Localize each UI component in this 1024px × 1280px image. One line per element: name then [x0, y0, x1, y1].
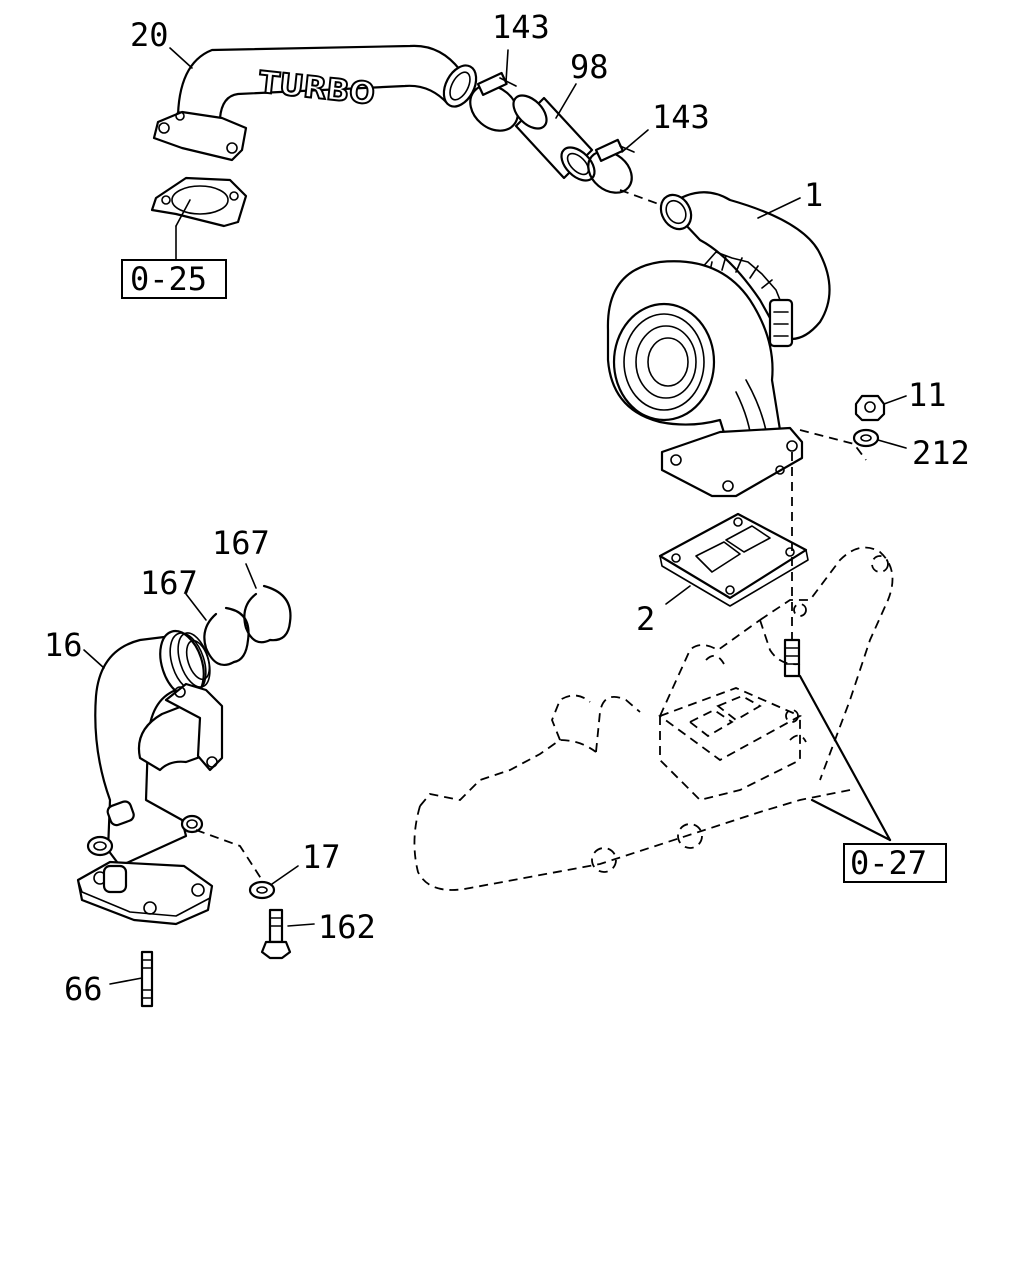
- exhaust-manifold-reference: [413, 546, 894, 891]
- reference-label-0-25: 0-25: [130, 260, 207, 298]
- callout-2: 2: [636, 600, 655, 638]
- callout-98: 98: [570, 48, 609, 86]
- snap-ring-part-167-inner: [203, 606, 250, 666]
- callout-162: 162: [318, 908, 376, 946]
- reference-box-0-25[interactable]: 0-25: [121, 259, 227, 299]
- callout-167-outer: 167: [212, 524, 270, 562]
- callout-11: 11: [908, 376, 947, 414]
- turbocharger-part-1: [606, 191, 831, 498]
- hose-clamp-part-143-left: [469, 71, 519, 132]
- reference-label-0-27: 0-27: [850, 844, 927, 882]
- callout-143-right: 143: [652, 98, 710, 136]
- leader-lines: [83, 47, 907, 985]
- washer-part-212: [852, 428, 880, 448]
- washer-part-17: [248, 880, 276, 900]
- flange-gasket: [150, 176, 248, 228]
- turbo-intake-pipe-part-20: TURBO: [152, 44, 478, 162]
- hose-clamp-part-143-right: [587, 138, 635, 194]
- callout-66: 66: [64, 970, 103, 1008]
- callout-167-inner: 167: [140, 564, 198, 602]
- stud-part-66: [140, 950, 154, 1008]
- turbo-gasket-part-2: [658, 512, 809, 607]
- callout-1: 1: [804, 176, 823, 214]
- rubber-hose-part-98: [512, 94, 596, 182]
- callout-143-left: 143: [492, 8, 550, 46]
- reference-box-0-27[interactable]: 0-27: [843, 843, 947, 883]
- elbow-pipe-part-16: [76, 629, 224, 926]
- bolt-part-162: [260, 908, 292, 960]
- callout-212: 212: [912, 434, 970, 472]
- callout-20: 20: [130, 16, 169, 54]
- flange-nut-part-11: [854, 394, 886, 422]
- manifold-stud: [783, 638, 801, 678]
- callout-17: 17: [302, 838, 341, 876]
- snap-ring-part-167-outer: [243, 584, 292, 644]
- callout-16: 16: [44, 626, 83, 664]
